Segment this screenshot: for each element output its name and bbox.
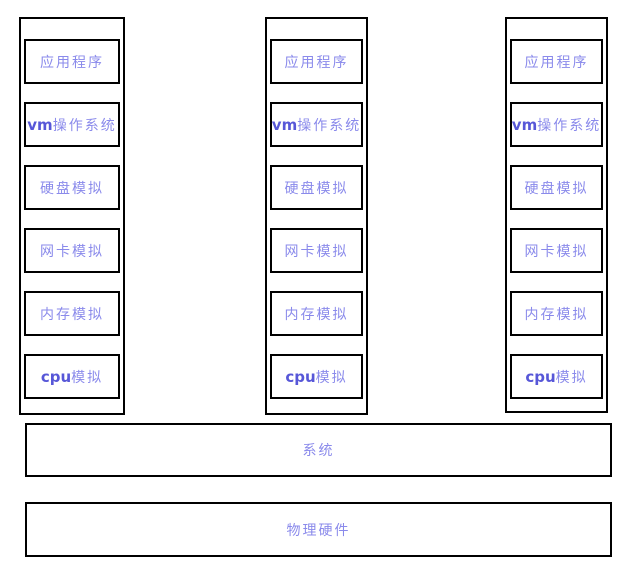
app-layer-label: 应用程序	[40, 55, 104, 71]
memory-emulation-label: 内存模拟	[40, 307, 104, 323]
nic-emulation-label: 网卡模拟	[524, 244, 589, 260]
cpu-emulation-label: 模拟	[315, 370, 348, 386]
cpu-emulation-latin: cpu	[40, 367, 72, 386]
vm-os-layer-latin: vm	[271, 115, 298, 134]
memory-emulation-label: 内存模拟	[284, 307, 349, 323]
cpu-emulation-latin: cpu	[285, 367, 316, 386]
disk-emulation-label: 硬盘模拟	[524, 181, 589, 197]
app-layer-box: 应用程序	[510, 39, 603, 84]
cpu-emulation-label: 模拟	[555, 370, 588, 386]
app-layer-box: 应用程序	[24, 39, 120, 84]
disk-emulation-box: 硬盘模拟	[24, 165, 120, 210]
vm-os-layer-latin: vm	[511, 115, 538, 134]
nic-emulation-box: 网卡模拟	[24, 228, 120, 273]
memory-emulation-label: 内存模拟	[524, 307, 589, 323]
nic-emulation-box: 网卡模拟	[270, 228, 363, 273]
physical-hardware-bar-label: 物理硬件	[286, 523, 351, 539]
memory-emulation-box: 内存模拟	[510, 291, 603, 336]
vm-os-layer-label: 操作系统	[297, 118, 362, 134]
memory-emulation-box: 内存模拟	[24, 291, 120, 336]
system-bar-label: 系统	[302, 444, 335, 459]
vm-os-layer-label: 操作系统	[52, 118, 117, 134]
nic-emulation-label: 网卡模拟	[284, 244, 349, 260]
memory-emulation-box: 内存模拟	[270, 291, 363, 336]
nic-emulation-label: 网卡模拟	[40, 244, 104, 260]
disk-emulation-box: 硬盘模拟	[510, 165, 603, 210]
app-layer-label: 应用程序	[284, 55, 349, 71]
cpu-emulation-latin: cpu	[525, 367, 556, 386]
app-layer-label: 应用程序	[524, 55, 589, 71]
disk-emulation-label: 硬盘模拟	[284, 181, 349, 197]
disk-emulation-label: 硬盘模拟	[40, 181, 104, 197]
nic-emulation-box: 网卡模拟	[510, 228, 603, 273]
vm-os-layer-latin: vm	[27, 115, 53, 134]
disk-emulation-box: 硬盘模拟	[270, 165, 363, 210]
physical-hardware-bar: 物理硬件	[25, 502, 612, 557]
app-layer-box: 应用程序	[270, 39, 363, 84]
system-bar: 系统	[25, 423, 612, 477]
cpu-emulation-label: 模拟	[71, 370, 104, 386]
vm-os-layer-label: 操作系统	[537, 118, 602, 134]
